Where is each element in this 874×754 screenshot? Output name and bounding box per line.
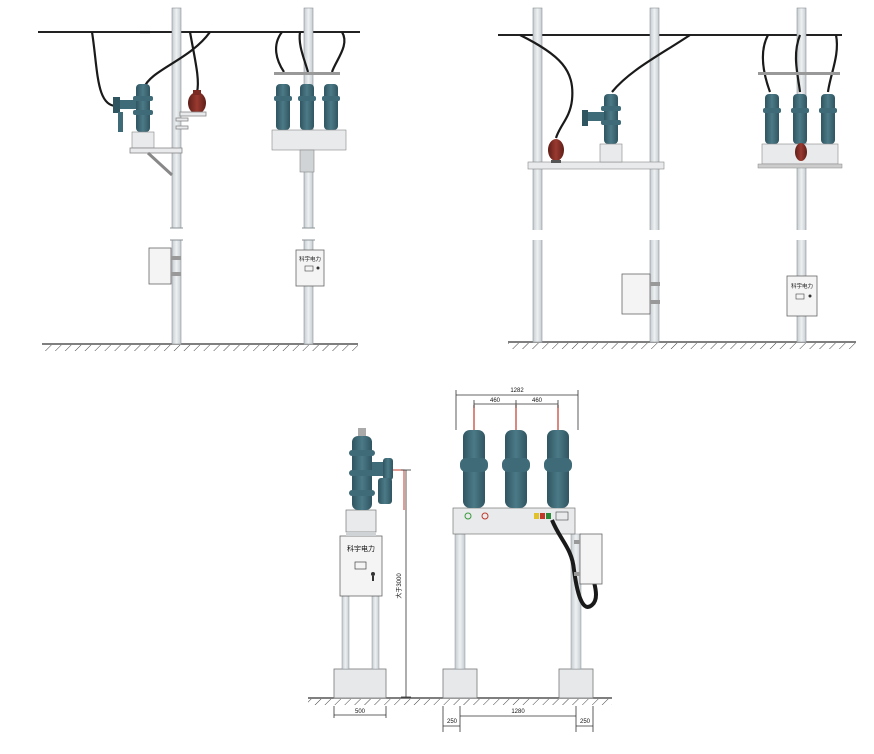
- control-cabinet: 科宇电力: [786, 275, 818, 317]
- vacuum-breaker-icon: [113, 84, 155, 149]
- foot-right-label: 250: [580, 719, 591, 725]
- foot-left-label: 250: [447, 719, 458, 725]
- vacuum-breaker-icon: [349, 428, 405, 510]
- three-phase-breaker: [271, 72, 347, 173]
- height-dimension: [401, 469, 411, 698]
- bottom-detail-view: 科宇电力: [308, 388, 612, 732]
- three-phase-breaker: [757, 72, 843, 169]
- ground-hatch-icon: [42, 343, 358, 351]
- span-center-label: 1280: [511, 709, 525, 715]
- control-cabinet-icon: [621, 273, 660, 315]
- top-right-installation: 科宇电力: [498, 7, 856, 349]
- cabinet-label: 科宇电力: [347, 544, 375, 553]
- control-cabinet-icon: [574, 533, 603, 585]
- base-width-label: 500: [355, 709, 366, 715]
- cabinet-label: 科宇电力: [299, 255, 321, 263]
- front-view-unit: 1282 460 460 250 1280 250: [442, 388, 603, 732]
- crossarm: [527, 161, 665, 170]
- side-view-unit: 科宇电力: [333, 428, 411, 718]
- voltage-transformer-icon: [548, 139, 564, 163]
- height-label: 大于3000: [395, 573, 403, 599]
- cabinet-label: 科宇电力: [791, 282, 813, 290]
- three-phase-breaker: [460, 405, 572, 508]
- pole-icon: [531, 7, 808, 343]
- phase-spacing-right-label: 460: [532, 398, 543, 404]
- drop-cables: [519, 34, 838, 139]
- mounting-bracket: [129, 111, 207, 177]
- control-cable: [550, 519, 598, 609]
- control-cabinet-icon: [148, 247, 181, 285]
- ground-hatch-icon: [508, 341, 856, 349]
- drop-cables: [90, 30, 346, 108]
- top-dimensions: [455, 390, 579, 430]
- pole-icon: [170, 7, 315, 345]
- phase-spacing-left-label: 460: [490, 398, 501, 404]
- overall-width-label: 1282: [510, 388, 524, 394]
- ground-hatch-icon: [308, 697, 612, 705]
- vacuum-breaker-icon: [582, 94, 623, 163]
- control-cabinet: 科宇电力: [295, 249, 325, 287]
- control-cabinet: 科宇电力: [339, 535, 383, 597]
- top-left-installation: 科宇电力: [38, 7, 360, 351]
- voltage-transformer-icon: [188, 90, 206, 114]
- bottom-dimensions: [442, 706, 594, 732]
- base-width-dimension: [333, 706, 387, 718]
